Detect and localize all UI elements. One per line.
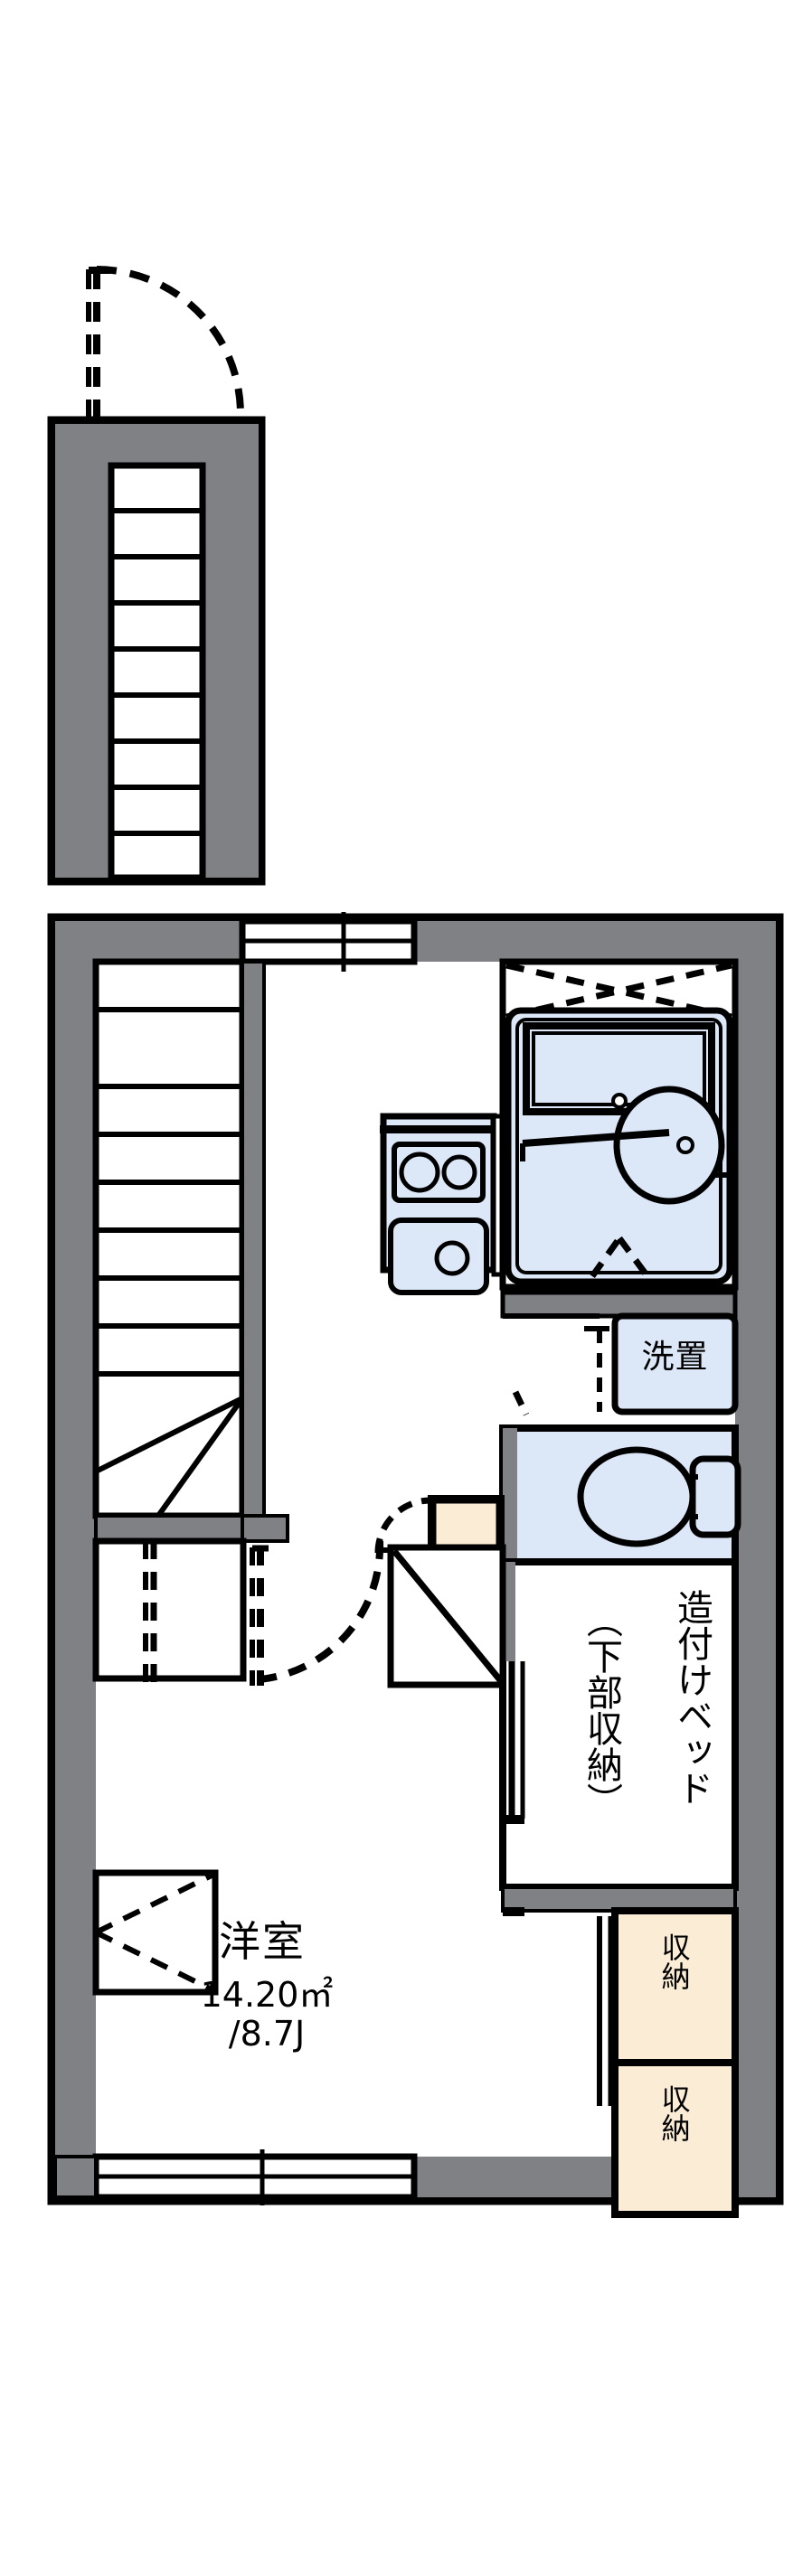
unit-bath bbox=[499, 958, 739, 1291]
closet-upper-label: 収納 bbox=[656, 1932, 692, 1990]
interior-stair bbox=[92, 958, 246, 1519]
room-area-label: 14.20㎡ bbox=[200, 1975, 334, 2015]
hall-closet-left bbox=[92, 1537, 247, 1687]
washer-space-box bbox=[500, 1290, 739, 1415]
built-in-bed-area bbox=[499, 1558, 739, 1891]
kitchen-hall-wall bbox=[241, 960, 266, 1518]
left-window bbox=[92, 1869, 219, 1996]
closet-stack bbox=[501, 1885, 739, 2218]
washer-space-label: 洗置 bbox=[641, 1339, 709, 1376]
toilet-room bbox=[499, 1390, 741, 1565]
kitchen-counter bbox=[380, 1113, 505, 1295]
room-entry-door bbox=[250, 1540, 384, 1686]
under-bed-storage-label: （下部収納） bbox=[581, 1602, 622, 1819]
closet-lower-label: 収納 bbox=[656, 2084, 692, 2142]
room-name-label: 洋室 bbox=[219, 1917, 306, 1966]
exterior-stair-block bbox=[47, 416, 266, 886]
bottom-balcony-window bbox=[53, 2149, 418, 2205]
entry-door-swing-top bbox=[86, 266, 244, 420]
stair-partition-wall bbox=[94, 1514, 289, 1543]
top-window bbox=[239, 912, 418, 972]
built-in-bed-label: 造付けベッド bbox=[671, 1589, 713, 1806]
room-door-right bbox=[387, 1544, 506, 1688]
room-tatami-label: /8.7J bbox=[228, 2014, 306, 2054]
